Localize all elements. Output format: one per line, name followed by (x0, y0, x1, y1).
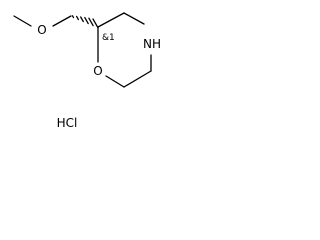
stereo-hash-bond (71, 15, 99, 29)
bond-c6-o1 (105, 75, 125, 88)
ring-nitrogen-label: NH (143, 37, 161, 51)
ether-oxygen-label: O (37, 23, 46, 37)
bond-c3-n4 (123, 12, 145, 25)
salt-label: HCl (57, 116, 78, 130)
ring-oxygen-label: O (93, 64, 102, 78)
chemical-structure: O NH O &1 HCl (13, 12, 161, 130)
bond-c5-c6 (123, 70, 152, 88)
stereo-descriptor-label: &1 (102, 33, 115, 43)
bond-o-ch2 (52, 15, 72, 27)
bond-c2-c3 (97, 12, 125, 28)
bond-methyl-o (13, 15, 32, 27)
